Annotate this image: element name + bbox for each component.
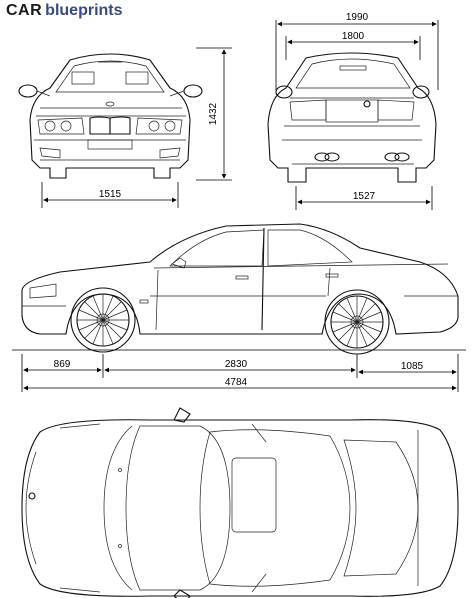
wheelbase-label: 2830	[225, 359, 248, 370]
side-dimension-lines	[12, 349, 466, 392]
top-dimension-lines	[41, 20, 439, 210]
rear-overhang-label: 1085	[401, 361, 424, 372]
front-track-label: 1515	[99, 189, 122, 200]
rear-view	[267, 52, 437, 183]
front-wheel	[70, 287, 136, 353]
rear-wheel	[324, 289, 390, 355]
rear-body-width-label: 1800	[342, 31, 365, 42]
side-view	[21, 223, 459, 355]
rear-overall-width-label: 1990	[346, 12, 369, 23]
top-view	[21, 407, 459, 598]
logo-car-text: CAR	[6, 2, 43, 19]
front-view	[18, 53, 203, 179]
front-overhang-label: 869	[54, 359, 71, 370]
overall-length-label: 4784	[225, 377, 248, 388]
rear-track-label: 1527	[353, 191, 376, 202]
height-label: 1432	[208, 102, 219, 125]
logo-blueprints-text: blueprints	[45, 2, 123, 19]
